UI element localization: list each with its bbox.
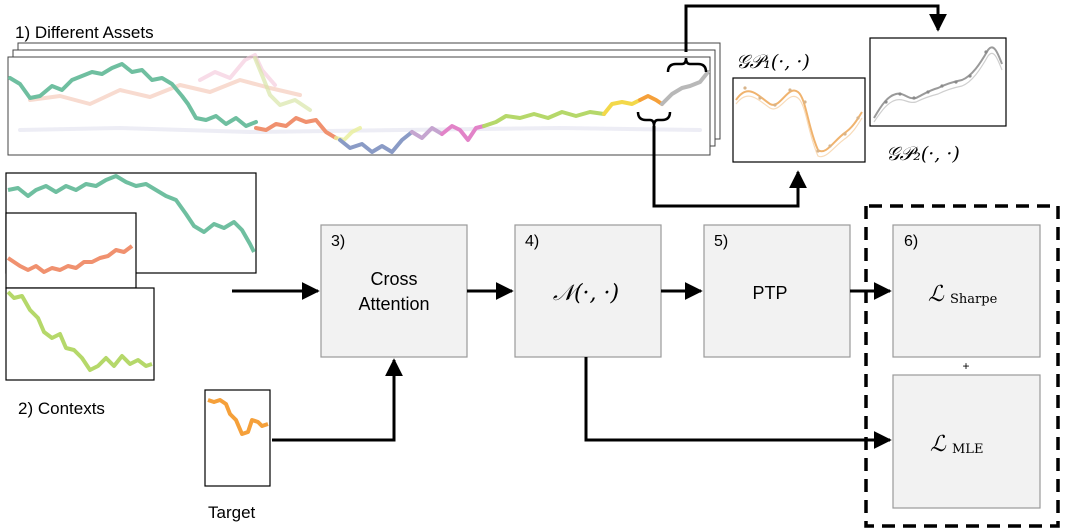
loss-plus: + <box>962 359 969 373</box>
asset-green-series <box>482 110 606 128</box>
arrow-to-gp2 <box>684 4 947 52</box>
arrow-to-gp1 <box>652 126 807 208</box>
loss-dashed-region <box>864 204 1060 528</box>
context-teal-series <box>7 174 256 253</box>
sharpe-loss-symbol: ℒ <box>928 282 945 307</box>
sharpe-loss-subscript: Sharpe <box>950 292 998 307</box>
asset-series <box>8 53 710 154</box>
normal-num: 4) <box>525 233 539 250</box>
gp2-label: 𝒢𝒫₂(·, ·) <box>886 143 960 165</box>
mle-loss-box <box>892 374 1041 509</box>
loss-num: 6) <box>904 233 918 250</box>
assets-label: 1) Different Assets <box>15 23 154 42</box>
asset-teal-series <box>8 62 258 128</box>
asset-blue-series <box>338 130 414 154</box>
loss-blocks: 6) ℒ Sharpe + ℒ MLE <box>892 224 1041 509</box>
asset-grey-hl-series <box>660 70 710 106</box>
contexts-label: 2) Contexts <box>18 399 105 418</box>
normal-label: 𝒩(·, ·) <box>553 281 619 306</box>
cross-attention-num: 3) <box>331 233 345 250</box>
asset-orange-hl-series <box>638 94 664 106</box>
context-panel-3 <box>5 287 155 381</box>
arrow-normal-to-mle <box>584 357 892 449</box>
ptp-label: PTP <box>752 283 787 303</box>
gp1-curve <box>735 86 863 158</box>
context-lime-series <box>6 290 153 372</box>
asset-faded-series <box>253 56 312 112</box>
asset-salmon-series <box>254 116 338 140</box>
gp1-label: 𝒢𝒫₁(·, ·) <box>736 51 810 73</box>
asset-mixed-series <box>410 126 444 140</box>
brace-top <box>666 57 708 73</box>
ptp-block: 5) PTP <box>703 224 851 358</box>
context-salmon-series <box>6 244 134 274</box>
cross-attention-line2: Attention <box>358 294 429 314</box>
target-orange-series <box>207 398 269 436</box>
gp2-panel <box>869 37 1007 127</box>
target-panel <box>204 389 271 487</box>
asset-pink-series <box>440 124 486 142</box>
ptp-num: 5) <box>714 233 728 250</box>
gp1-panel <box>732 77 866 163</box>
mle-loss-subscript: MLE <box>952 442 983 457</box>
sharpe-loss-box <box>892 224 1041 358</box>
cross-attention-block: 3) Cross Attention <box>320 224 468 358</box>
assets-panel-stack <box>7 42 721 156</box>
arrow-target-to-attention <box>272 358 403 442</box>
gp2-curve <box>873 46 1003 123</box>
cross-attention-line1: Cross <box>370 269 417 289</box>
asset-yellow-hl-series <box>602 98 642 116</box>
normal-block: 4) 𝒩(·, ·) <box>514 224 662 358</box>
target-label: Target <box>208 503 256 522</box>
asset-faded-series <box>28 78 302 106</box>
mle-loss-symbol: ℒ <box>930 432 947 457</box>
